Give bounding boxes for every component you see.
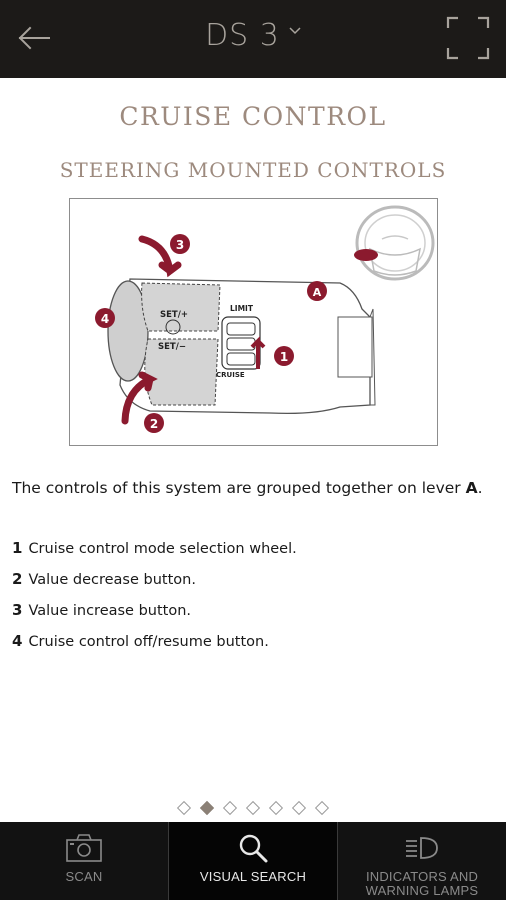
list-item: 3 Value increase button. <box>12 599 498 630</box>
page-dot[interactable] <box>291 800 307 816</box>
callout-a: A <box>307 281 327 301</box>
page-dot[interactable] <box>245 800 261 816</box>
list-item-text: Cruise control mode selection wheel. <box>28 541 297 557</box>
lever-label: A <box>465 479 478 497</box>
label-limit: LIMIT <box>230 304 254 313</box>
list-item-number: 3 <box>12 601 23 619</box>
chevron-down-icon <box>289 27 301 35</box>
steering-wheel-illustration <box>354 205 435 281</box>
list-item-text: Value increase button. <box>28 603 192 619</box>
tab-label: SCAN <box>65 869 103 884</box>
label-set-minus: SET/− <box>158 342 186 352</box>
arrow-left-icon <box>18 26 50 50</box>
label-set-plus: SET/+ <box>160 310 188 320</box>
tab-scan[interactable]: SCAN <box>0 822 169 900</box>
callout-2: 2 <box>144 413 164 433</box>
page-dot[interactable] <box>176 800 192 816</box>
intro-end: . <box>477 479 483 497</box>
tab-indicators-warning-lamps[interactable]: INDICATORS AND WARNING LAMPS <box>338 822 506 900</box>
page-indicator <box>0 800 506 816</box>
page-title: DS 3 <box>205 18 280 53</box>
expand-icon <box>446 16 490 60</box>
svg-text:1: 1 <box>280 350 288 364</box>
list-item-text: Cruise control off/resume button. <box>28 634 269 650</box>
camera-icon <box>66 834 102 862</box>
svg-text:2: 2 <box>150 417 158 431</box>
diamond-icon <box>199 800 215 816</box>
svg-text:A: A <box>313 286 322 299</box>
diamond-icon <box>268 800 284 816</box>
callout-1: 1 <box>274 346 294 366</box>
svg-text:4: 4 <box>101 312 109 326</box>
diamond-icon <box>291 800 307 816</box>
bottom-nav: SCAN VISUAL SEARCH INDICATORS AND WARNIN… <box>0 822 506 900</box>
section-subheading: STEERING MOUNTED CONTROLS <box>59 158 447 182</box>
list-item-number: 4 <box>12 632 23 650</box>
callout-3: 3 <box>170 234 190 254</box>
diamond-icon <box>222 800 238 816</box>
lever-illustration: SET/+ SET/− LIMIT CRUISE <box>107 235 376 425</box>
list-item-number: 1 <box>12 539 23 557</box>
diamond-icon <box>245 800 261 816</box>
arrow-icon <box>250 336 266 369</box>
intro-text: The controls of this system are grouped … <box>12 479 466 497</box>
list-item: 2 Value decrease button. <box>12 568 498 599</box>
svg-text:3: 3 <box>176 238 184 252</box>
arrow-icon <box>121 371 158 425</box>
intro-paragraph: The controls of this system are grouped … <box>12 478 498 498</box>
expand-button[interactable] <box>446 16 490 60</box>
headlamp-icon <box>406 837 438 859</box>
diamond-icon <box>176 800 192 816</box>
page-dot[interactable] <box>199 800 215 816</box>
lever-diagram: SET/+ SET/− LIMIT CRUISE 3 4 2 <box>69 198 438 446</box>
page-dot[interactable] <box>222 800 238 816</box>
lever-highlight <box>354 249 378 261</box>
section-heading: CRUISE CONTROL <box>119 102 387 131</box>
search-icon <box>239 834 268 863</box>
label-cruise: CRUISE <box>216 371 245 379</box>
list-item-number: 2 <box>12 570 23 588</box>
diamond-icon <box>314 800 330 816</box>
list-item: 4 Cruise control off/resume button. <box>12 630 498 661</box>
page-dot[interactable] <box>268 800 284 816</box>
model-selector[interactable]: DS 3 <box>0 18 506 62</box>
back-button[interactable] <box>14 20 54 56</box>
tab-label: INDICATORS AND WARNING LAMPS <box>365 869 479 898</box>
list-item: 1 Cruise control mode selection wheel. <box>12 537 498 568</box>
tab-visual-search[interactable]: VISUAL SEARCH <box>169 822 338 900</box>
list-item-text: Value decrease button. <box>28 572 196 588</box>
callout-4: 4 <box>95 308 115 328</box>
page-dot[interactable] <box>314 800 330 816</box>
top-bar: DS 3 <box>0 0 506 78</box>
arrow-icon <box>138 235 182 278</box>
tab-label: VISUAL SEARCH <box>199 869 307 884</box>
